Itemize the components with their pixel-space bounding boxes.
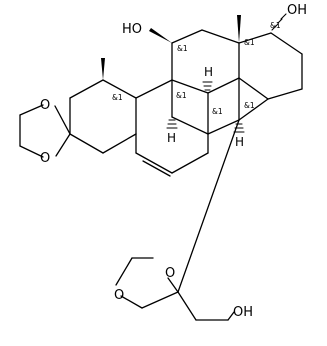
ring-d: [238, 32, 303, 100]
dioxolane-o2-label: O: [165, 266, 175, 281]
ketal-o1-label: O: [40, 98, 50, 113]
methyl-13: [237, 15, 241, 43]
stereo-label-c13: &1: [244, 38, 255, 47]
ring-b: [135, 79, 209, 177]
h-14-label: H: [235, 135, 244, 149]
methyl-10: [101, 58, 105, 80]
oh-11-wedge: [149, 28, 172, 43]
ring-c: [171, 29, 240, 94]
dioxolane-bottom: [115, 119, 240, 321]
oh-11-label: HO: [122, 22, 142, 37]
stereo-label-c8: &1: [212, 107, 223, 116]
stereo-label-c11: &1: [177, 44, 188, 53]
ketal-o2-label: O: [40, 151, 50, 166]
dioxolane-o1-label: O: [114, 288, 124, 303]
h-8-label: H: [204, 65, 213, 79]
linker-bonds: [207, 77, 269, 135]
h-14-hash: [233, 123, 245, 133]
h-9-label: H: [167, 131, 176, 145]
h-8-hash: [202, 81, 213, 91]
stereo-label-c10: &1: [112, 93, 123, 102]
stereo-label-c17: &1: [270, 21, 281, 30]
oh-17-hash: [271, 13, 287, 31]
oh-tail-label: OH: [233, 305, 253, 320]
ring-a: [69, 79, 137, 154]
h-9-hash: [166, 119, 178, 129]
ketal-left: [19, 104, 71, 158]
oh-17-label: OH: [287, 3, 307, 18]
stereo-label-c14: &1: [244, 101, 255, 110]
stereo-label-c9: &1: [176, 91, 187, 100]
